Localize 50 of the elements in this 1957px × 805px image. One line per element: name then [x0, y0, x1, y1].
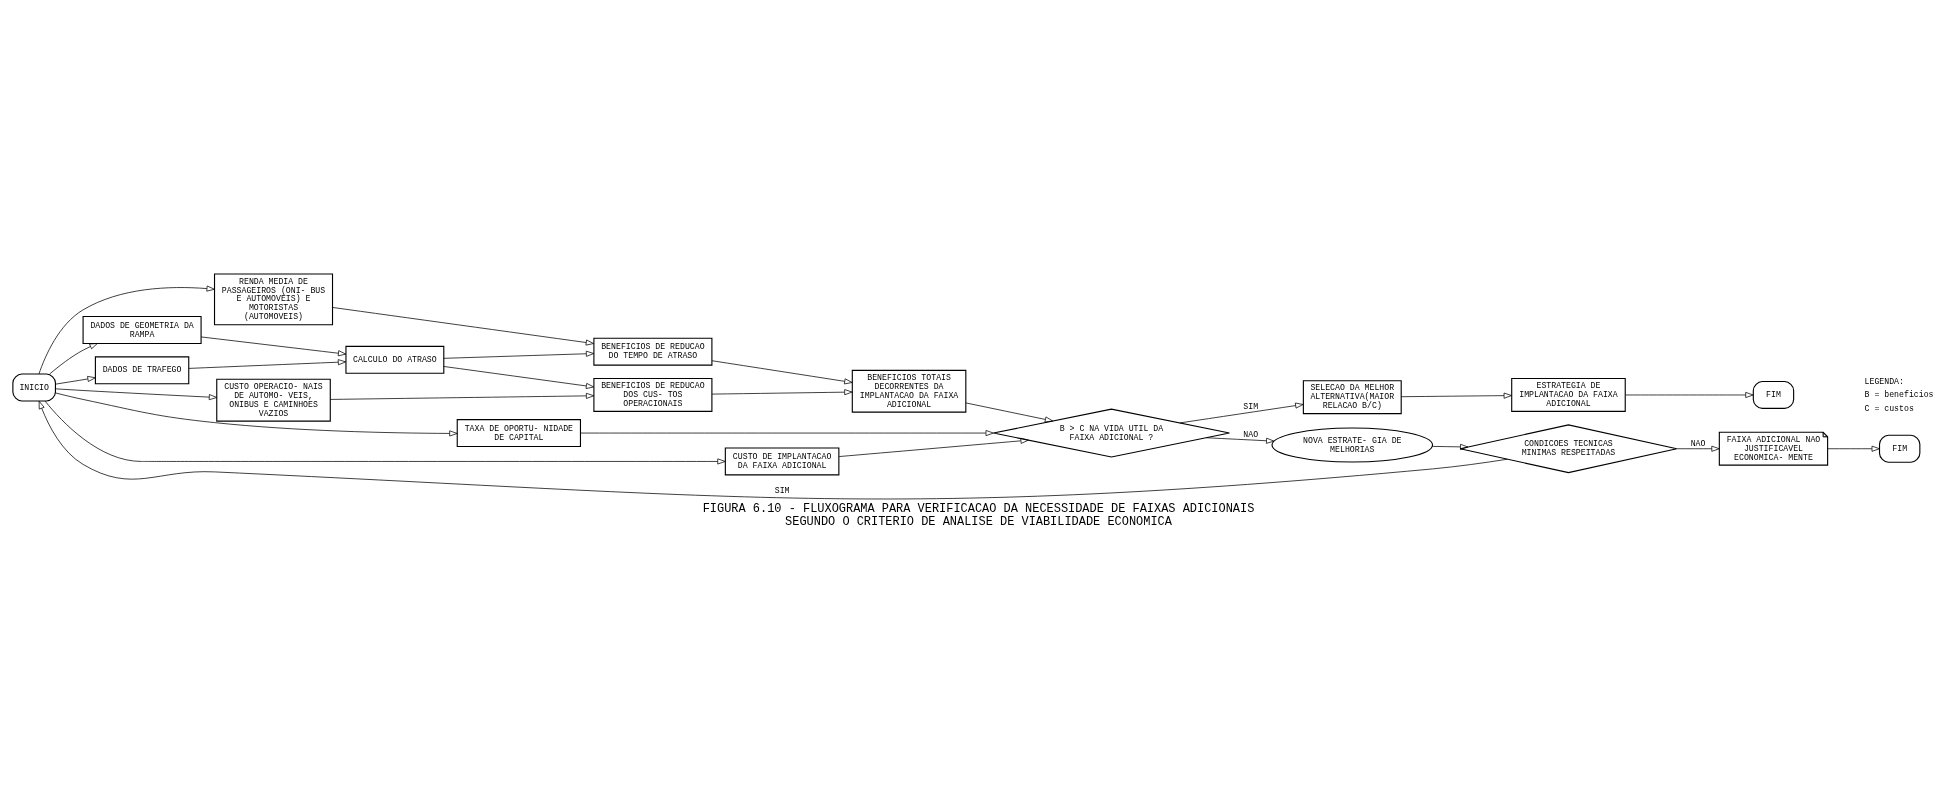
- node-box: BENEFICIOS TOTAIS DECORRENTES DA IMPLANTACAO DA FAIXA ADICIONAL: [851, 369, 967, 413]
- arrow: [200, 336, 347, 356]
- node-box: FIM: [1752, 380, 1795, 409]
- node-box: INICIO: [12, 373, 56, 401]
- node-box: DADOS DE TRAFEGO: [94, 355, 190, 384]
- arrow: [1432, 443, 1469, 450]
- label: LEGENDA:: [1864, 376, 1904, 386]
- label: B = beneficios: [1864, 389, 1934, 399]
- arrow: [44, 400, 726, 464]
- arrow: [443, 365, 595, 389]
- arrow: [330, 392, 595, 400]
- node-box: RENDA MEDIA DE PASSAGEIROS (ONI- BUS E AUTOMOVEIS) E MOTORISTAS (AUTOMOVEIS): [213, 272, 334, 325]
- node-box: ESTRATEGIA DE IMPLANTACAO DA FAIXA ADICIONAL: [1511, 377, 1626, 412]
- arrow: [38, 285, 215, 374]
- label: C = custos: [1864, 403, 1914, 413]
- arrow: [580, 429, 994, 436]
- edge-label: SIM: [774, 485, 790, 495]
- node-box: CUSTO DE IMPLANTACAO DA FAIXA ADICIONAL: [724, 446, 840, 475]
- caption: FIGURA 6.10 - FLUXOGRAMA PARA VERIFICACAO DA NECESSIDADE DE FAIXAS ADICIONAIS SEGUNDO O CRITERIO DE ANALISE DE VIABILIDADE ECONOMICA: [702, 501, 1255, 529]
- node-box: DADOS DE GEOMETRIA DA RAMPA: [82, 315, 202, 344]
- arrow: [55, 387, 218, 400]
- node-box: BENEFICIOS DE REDUCAO DOS CUS- TOS OPERACIONAIS: [593, 377, 713, 412]
- node-box: SELECAO DA MELHOR ALTERNATIVA(MAIOR RELACAO B/C): [1302, 379, 1402, 414]
- arrow: [1179, 402, 1304, 423]
- arrow: [55, 392, 458, 436]
- arrow: [49, 342, 98, 374]
- node-box: TAXA DE OPORTU- NIDADE DE CAPITAL: [456, 418, 581, 447]
- arrow: [965, 402, 1054, 422]
- node-box: CALCULO DO ATRASO: [345, 345, 445, 374]
- edge-label: NAO: [1243, 429, 1259, 439]
- arrow: [838, 437, 1029, 457]
- node-diamond: B > C NA VIDA UTIL DA FAIXA ADICIONAL ?: [992, 408, 1230, 458]
- arrow: [188, 358, 347, 369]
- edge-label: NAO: [1690, 438, 1706, 448]
- arrow: [38, 400, 1508, 499]
- node-ellipse: NOVA ESTRATE- GIA DE MELHORIAS: [1271, 426, 1434, 463]
- arrow: [332, 306, 594, 345]
- node-box: FIM: [1878, 434, 1921, 463]
- arrow: [1206, 436, 1275, 444]
- arrow: [55, 375, 96, 385]
- arrow: [1676, 445, 1720, 452]
- arrow: [1400, 392, 1512, 399]
- node-box: CUSTO OPERACIO- NAIS DE AUTOMO- VEIS, ONIBUS E CAMINHOES VAZIOS: [216, 378, 331, 422]
- arrow: [711, 388, 853, 395]
- node-box: BENEFICIOS DE REDUCAO DO TEMPO DE ATRASO: [593, 337, 713, 366]
- arrow: [1827, 445, 1880, 452]
- edge-label: SIM: [1243, 401, 1259, 411]
- arrow: [711, 359, 853, 384]
- arrow: [443, 350, 595, 359]
- arrow: [1625, 391, 1754, 398]
